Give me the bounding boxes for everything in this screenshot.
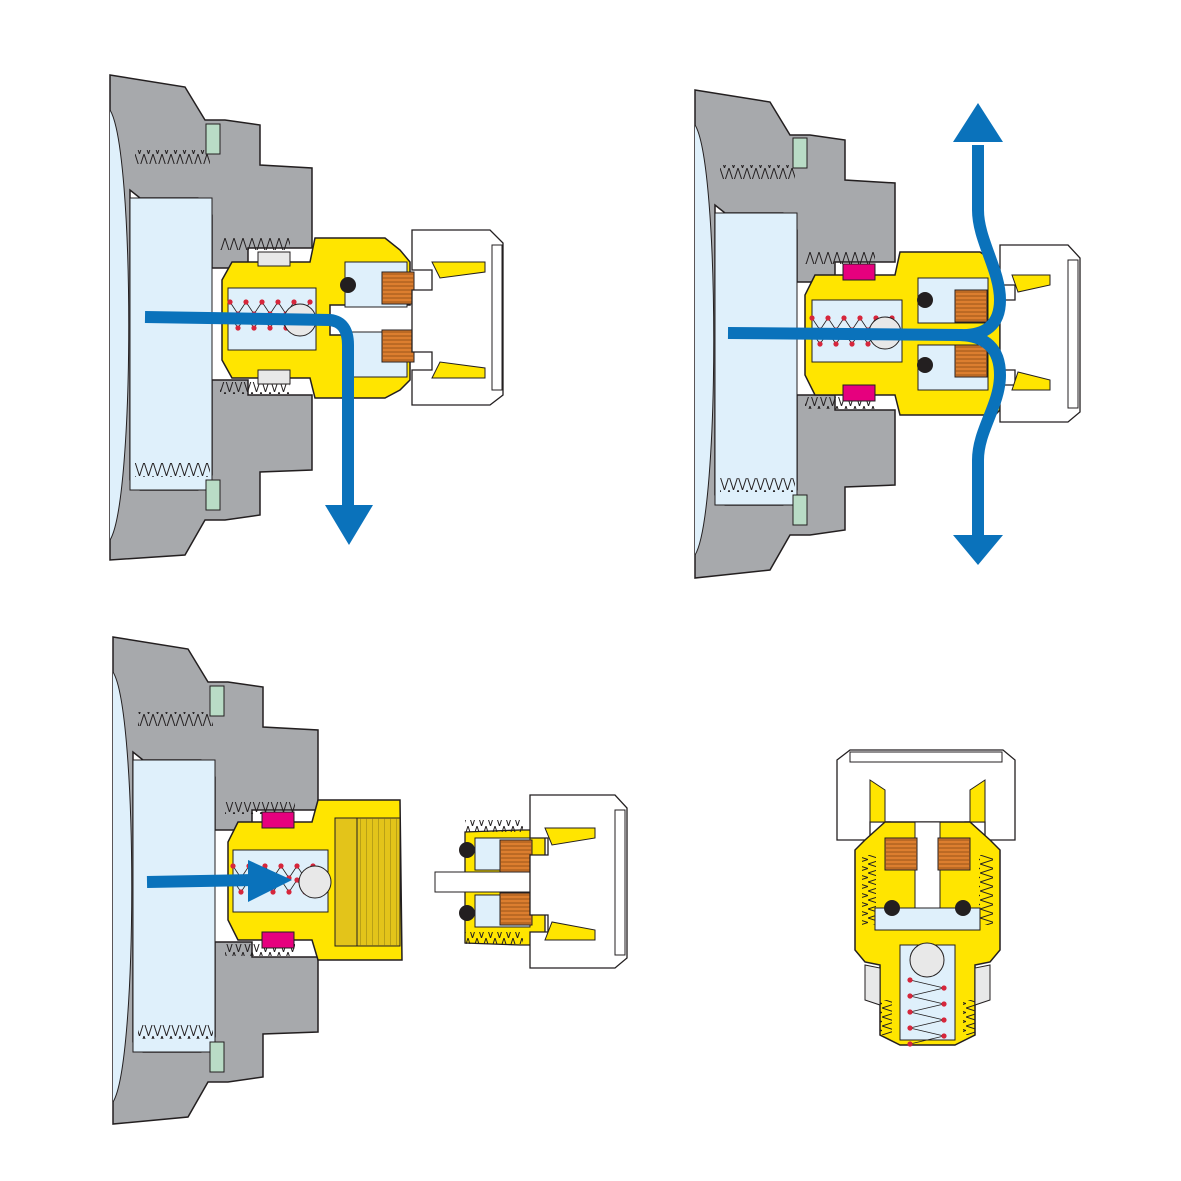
radiator-housing (112, 636, 319, 1125)
panel-1 (109, 74, 504, 561)
hose-cap (836, 749, 1016, 841)
flow-arrow (144, 311, 354, 505)
o-ring (459, 905, 475, 921)
arrow-head (953, 103, 1003, 142)
filter-element (954, 344, 988, 378)
o-ring (340, 277, 356, 293)
filter-element (954, 289, 988, 323)
filter-element (381, 271, 415, 305)
filter-element (884, 837, 918, 871)
seal-ring (205, 123, 221, 155)
arrow-head (325, 505, 373, 545)
check-ball (298, 865, 332, 899)
panel-3 (112, 636, 628, 1125)
valve-body (854, 821, 1001, 1046)
seal-ring (209, 685, 225, 717)
o-ring (459, 842, 475, 858)
seal-ring (205, 479, 221, 511)
hose-cap (529, 794, 628, 969)
panel-2 (694, 89, 1081, 579)
filter-element (381, 329, 415, 363)
check-ball (909, 942, 945, 978)
o-ring (917, 357, 933, 373)
filter-element (499, 892, 533, 926)
seal-ring (209, 1041, 225, 1073)
flow-arrow (146, 874, 256, 888)
seal-ring (792, 494, 808, 526)
spring (907, 977, 947, 1047)
hose-cap (411, 229, 504, 406)
hose-cap (999, 244, 1081, 423)
o-ring (917, 292, 933, 308)
flow-arrow (959, 329, 1007, 535)
seal-ring (792, 137, 808, 169)
radiator-housing (694, 89, 896, 579)
radiator-housing (109, 74, 313, 561)
filter-element (499, 839, 533, 873)
arrow-head (248, 860, 292, 902)
o-ring (884, 900, 900, 916)
filter-element (937, 837, 971, 871)
arrow-head (953, 535, 1003, 565)
o-ring (955, 900, 971, 916)
blind-cap (334, 817, 401, 947)
panel-4 (836, 749, 1016, 1047)
